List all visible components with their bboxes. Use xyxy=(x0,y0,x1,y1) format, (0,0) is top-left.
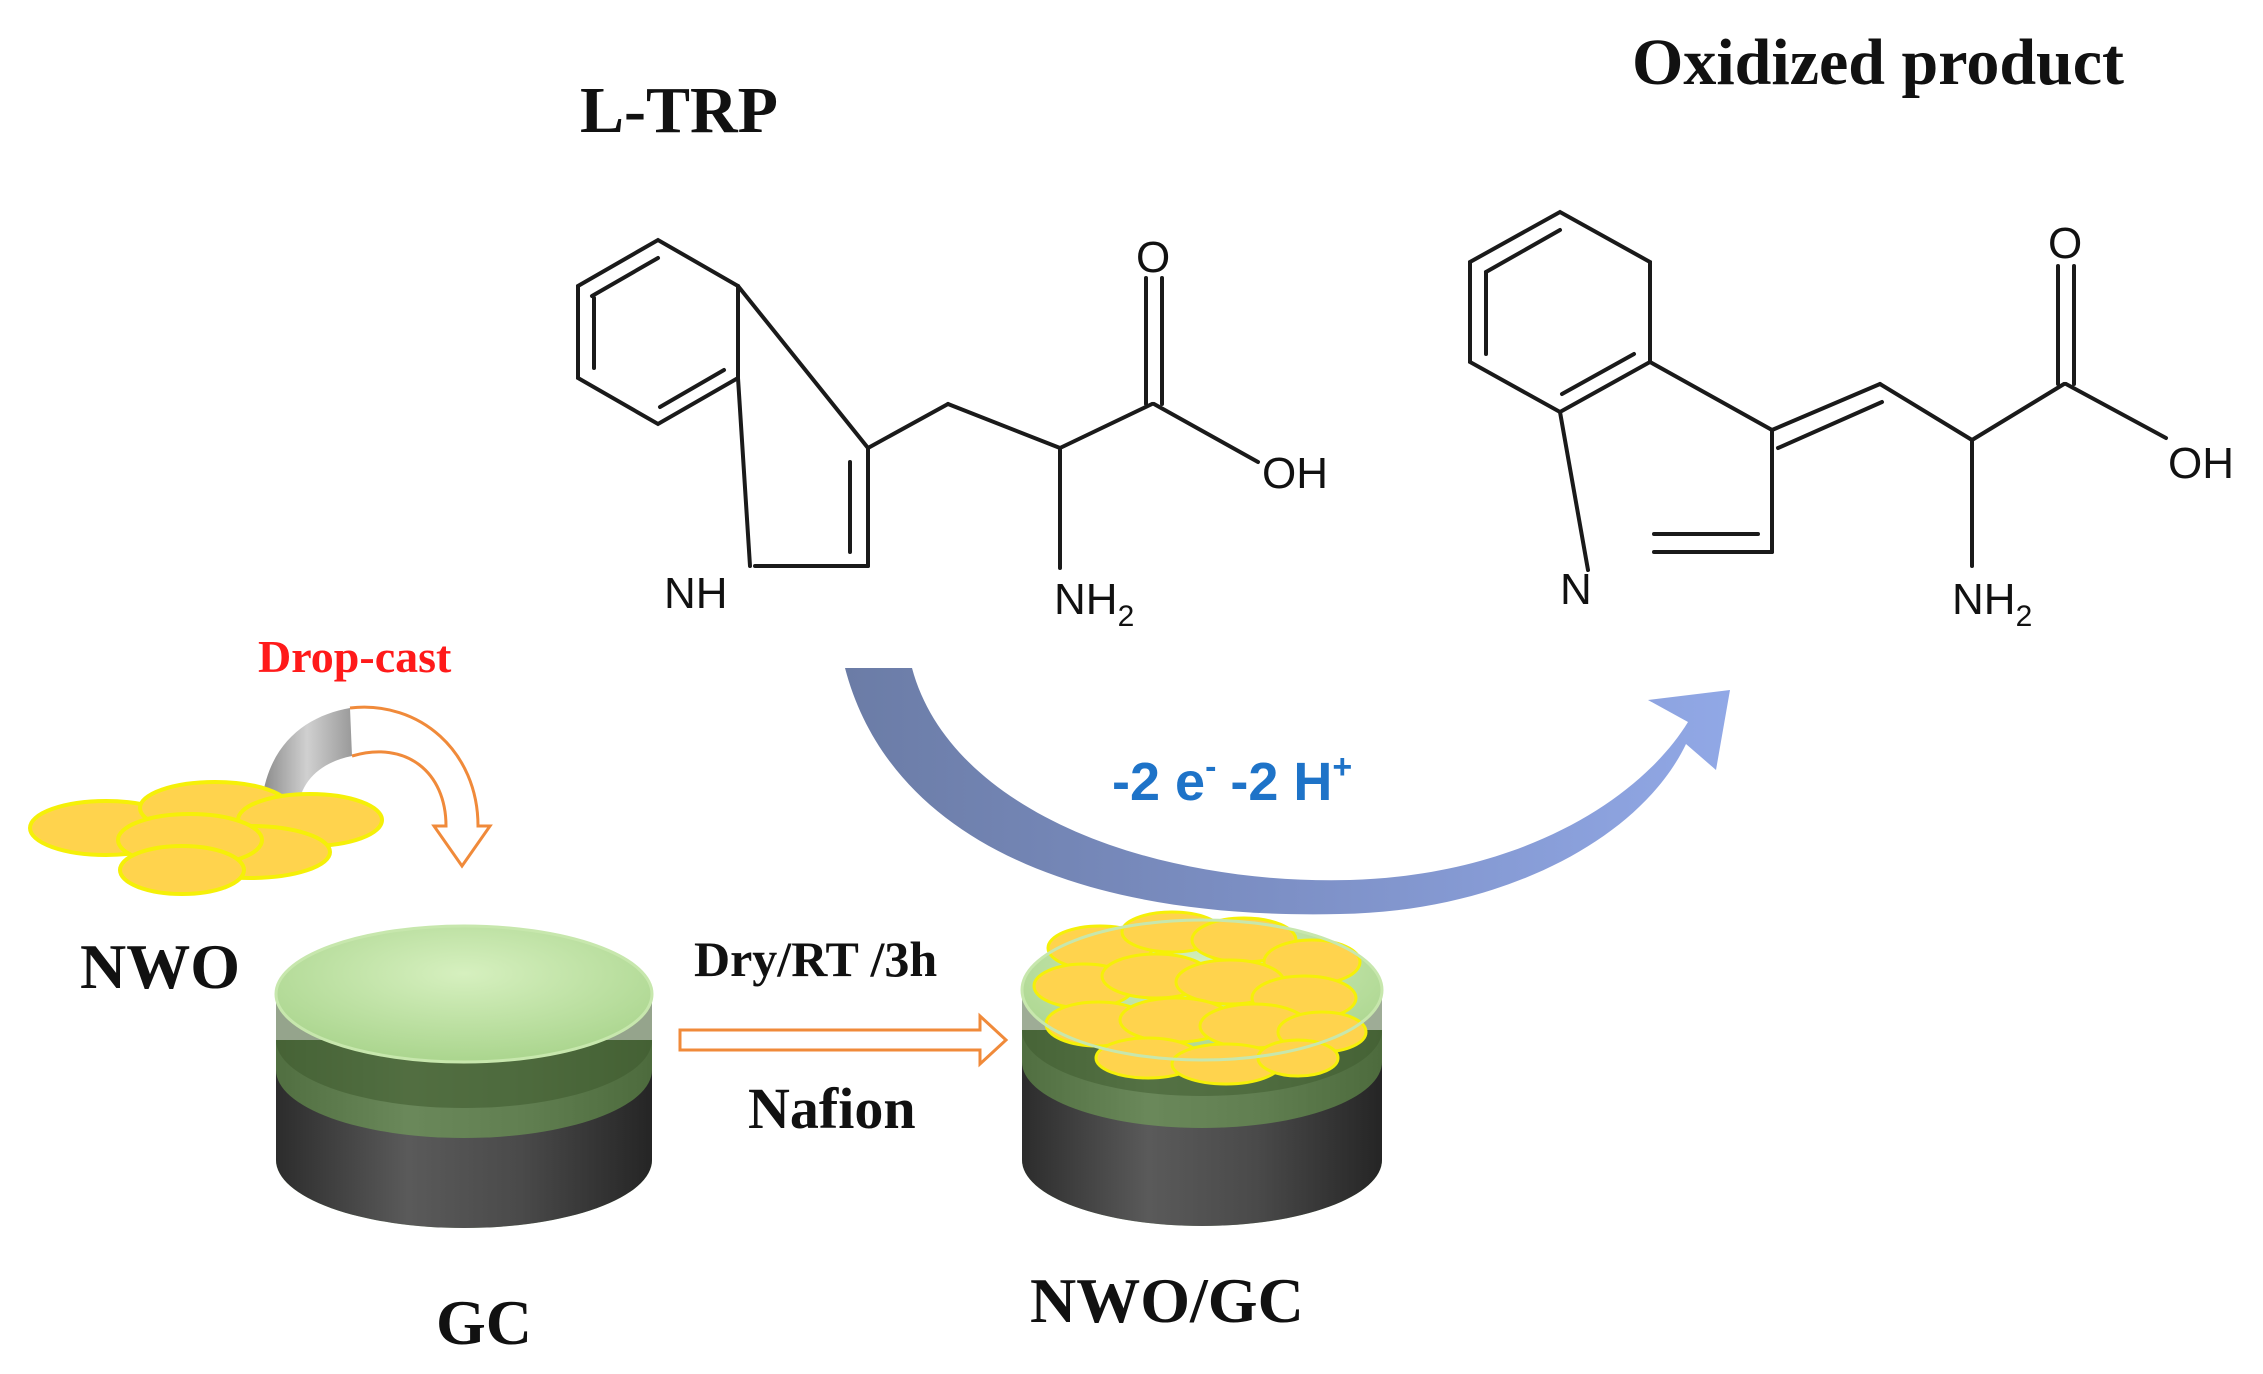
nwo-gc-electrode xyxy=(1020,910,1384,1226)
reaction-conditions: -2 e--2 H+ xyxy=(1112,748,1352,812)
reactant-ring-nh: NH xyxy=(664,569,728,618)
product-hydroxyl: OH xyxy=(2168,439,2234,488)
product-carbonyl-o: O xyxy=(2048,219,2082,268)
gc-label: GC xyxy=(436,1287,532,1358)
drop-cast-label: Drop-cast xyxy=(258,631,452,682)
reactant-hydroxyl: OH xyxy=(1262,449,1328,498)
reaction-arrow xyxy=(845,668,1730,915)
product-amine: NH2 xyxy=(1952,575,2032,633)
reactant-title: L-TRP xyxy=(580,74,778,147)
product-ring-n: N xyxy=(1560,565,1592,614)
nwo-label: NWO xyxy=(80,931,240,1002)
drop-cast-arrow xyxy=(262,705,493,869)
reactant-structure xyxy=(576,237,1260,570)
binder-label: Nafion xyxy=(748,1076,916,1141)
gc-electrode xyxy=(274,924,654,1228)
reactant-carbonyl-o: O xyxy=(1136,233,1170,282)
product-structure xyxy=(1468,209,2168,572)
condition-label: Dry/RT /3h xyxy=(694,931,937,987)
product-title: Oxidized product xyxy=(1632,26,2124,99)
nwo-gc-label: NWO/GC xyxy=(1030,1265,1304,1336)
reactant-amine: NH2 xyxy=(1054,575,1134,633)
nwo-flakes xyxy=(28,780,384,896)
condition-arrow xyxy=(678,1012,1009,1068)
